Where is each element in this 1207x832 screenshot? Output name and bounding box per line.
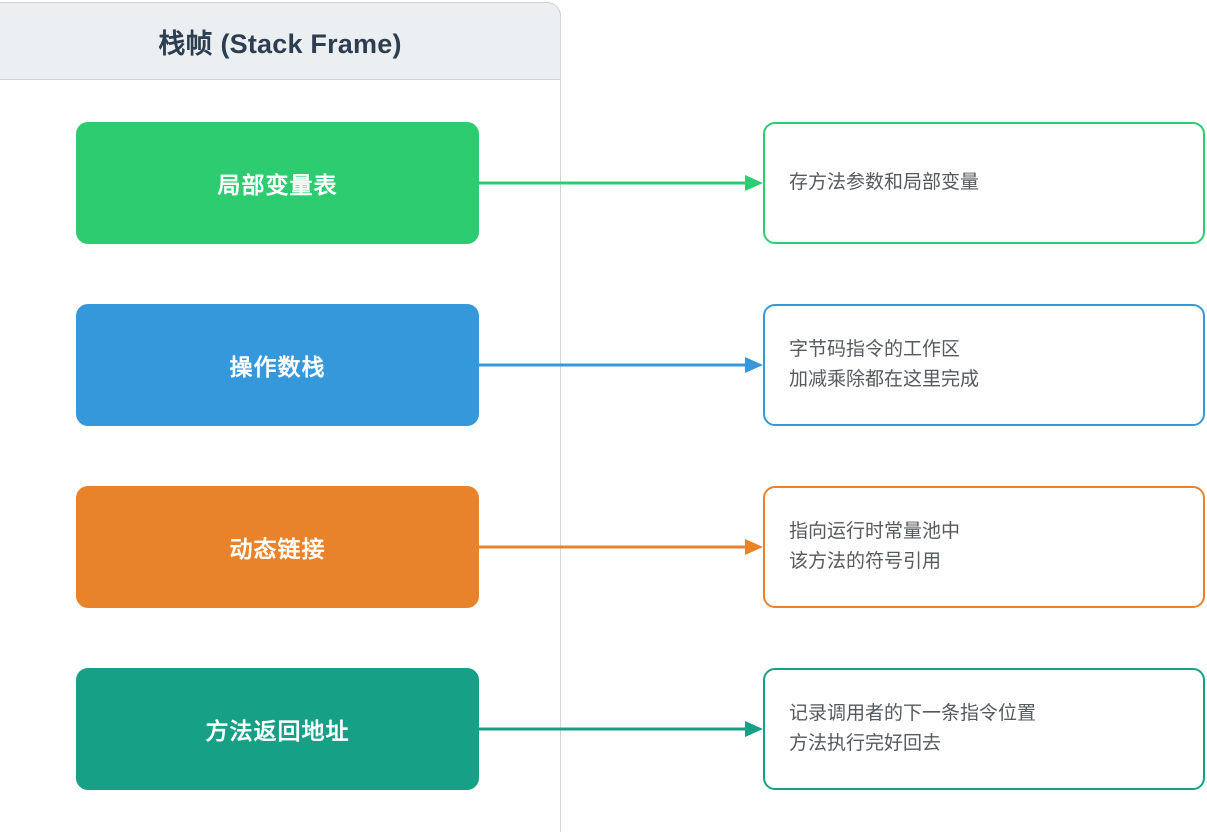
frame-box-dynamic-linking[interactable]: 动态链接 [76, 486, 479, 608]
frame-row-dynamic-linking: 动态链接 指向运行时常量池中该方法的符号引用 [0, 486, 1207, 608]
arrow-connector-operand-stack [479, 357, 763, 373]
description-line: 加减乘除都在这里完成 [789, 369, 980, 390]
frame-box-label: 局部变量表 [217, 172, 338, 198]
frame-row-operand-stack: 操作数栈 字节码指令的工作区加减乘除都在这里完成 [0, 304, 1207, 426]
frame-box-label: 操作数栈 [229, 354, 326, 380]
description-box-dynamic-linking[interactable]: 指向运行时常量池中该方法的符号引用 [763, 486, 1205, 608]
frame-box-label: 方法返回地址 [205, 718, 350, 744]
frame-box-operand-stack[interactable]: 操作数栈 [76, 304, 479, 426]
arrow-connector-dynamic-linking [479, 539, 763, 555]
description-line: 方法执行完好回去 [789, 733, 942, 754]
description-box-method-return-address[interactable]: 记录调用者的下一条指令位置方法执行完好回去 [763, 668, 1205, 790]
frame-box-label: 动态链接 [229, 536, 326, 562]
description-line: 存方法参数和局部变量 [789, 172, 980, 193]
description-box-local-variable-table[interactable]: 存方法参数和局部变量 [763, 122, 1205, 244]
description-line: 记录调用者的下一条指令位置 [789, 703, 1037, 724]
frame-box-local-variable-table[interactable]: 局部变量表 [76, 122, 479, 244]
arrow-connector-method-return-address [479, 721, 763, 737]
description-line: 字节码指令的工作区 [789, 339, 961, 360]
frame-box-method-return-address[interactable]: 方法返回地址 [76, 668, 479, 790]
arrow-connector-local-variable-table [479, 175, 763, 191]
page-title: 栈帧 (Stack Frame) [158, 28, 402, 59]
stack-frame-header: 栈帧 (Stack Frame) [0, 2, 561, 80]
description-box-operand-stack[interactable]: 字节码指令的工作区加减乘除都在这里完成 [763, 304, 1205, 426]
description-line: 指向运行时常量池中 [789, 521, 961, 542]
frame-row-local-variable-table: 局部变量表 存方法参数和局部变量 [0, 122, 1207, 244]
frame-row-method-return-address: 方法返回地址 记录调用者的下一条指令位置方法执行完好回去 [0, 668, 1207, 790]
description-line: 该方法的符号引用 [789, 551, 942, 572]
